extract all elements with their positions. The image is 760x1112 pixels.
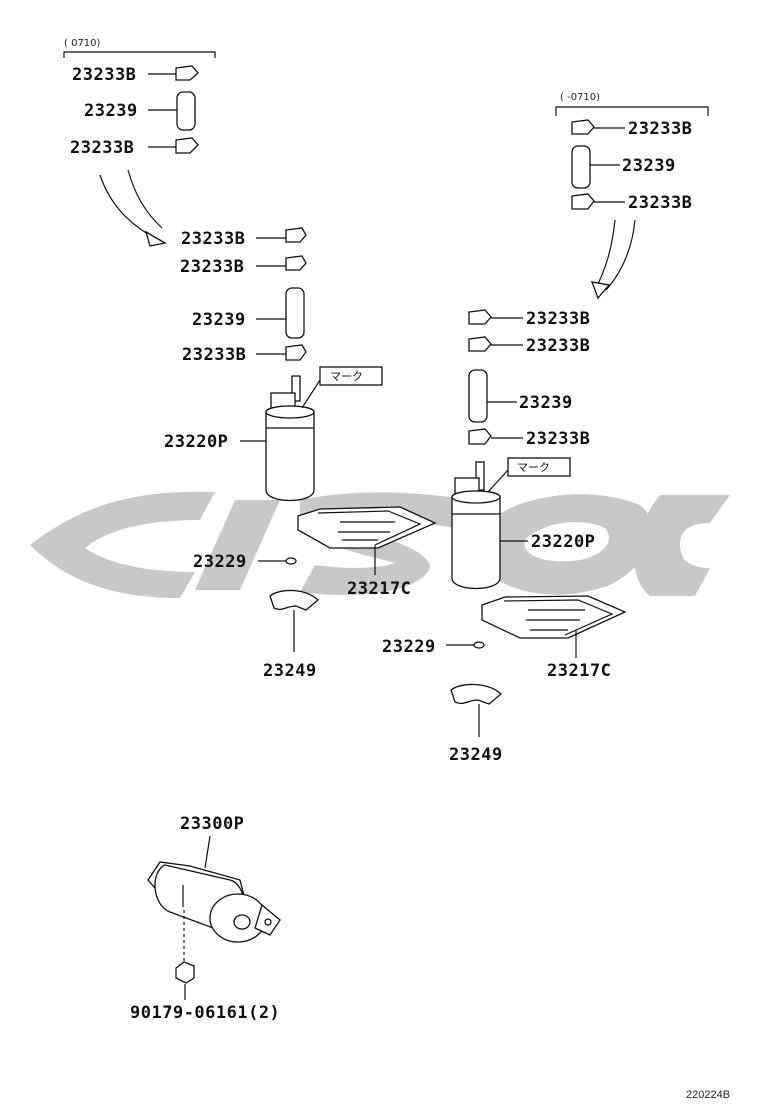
- label-23217C: 23217C: [547, 661, 611, 681]
- range-text-left: ( 0710): [64, 38, 101, 49]
- label-23233B: 23233B: [526, 429, 590, 449]
- label-23249: 23249: [263, 661, 317, 681]
- label-23233B: 23233B: [180, 257, 244, 277]
- range-bracket-right: ( -0710): [555, 92, 709, 116]
- label-23233B: 23233B: [70, 138, 134, 158]
- label-23233B: 23233B: [182, 345, 246, 365]
- clip-ring-right: 23229: [382, 637, 485, 657]
- label-23229: 23229: [382, 637, 436, 657]
- label-23233B: 23233B: [526, 309, 590, 329]
- filter-right: 23217C: [481, 595, 627, 681]
- clip-lower-left-top: 23233B: [70, 137, 199, 158]
- clip-left-2: 23233B: [180, 255, 307, 277]
- label-23249: 23249: [449, 745, 503, 765]
- hose-right: 23239: [468, 369, 573, 423]
- clip-upper-left-top: 23233B: [72, 65, 199, 85]
- clip-left-3: 23233B: [182, 344, 307, 365]
- cushion-left: 23249: [263, 589, 319, 681]
- clip-lower-right-top: 23233B: [571, 193, 692, 213]
- mark-label: マーク: [330, 370, 363, 383]
- label-23220P: 23220P: [164, 432, 228, 452]
- label-23229: 23229: [193, 552, 247, 572]
- arrow-icon: [99, 169, 167, 247]
- label-23233B: 23233B: [72, 65, 136, 85]
- label-23239: 23239: [84, 101, 138, 121]
- label-23300P: 23300P: [180, 814, 244, 834]
- label-23233B: 23233B: [628, 119, 692, 139]
- label-23220P: 23220P: [531, 532, 595, 552]
- mark-label: マーク: [517, 461, 550, 474]
- diagram-reference-code: 220224B: [686, 1089, 730, 1101]
- label-23233B: 23233B: [628, 193, 692, 213]
- range-text-right: ( -0710): [560, 92, 600, 103]
- clip-right-3: 23233B: [468, 428, 590, 449]
- hose-left-top: 23239: [84, 91, 196, 131]
- clip-right-2: 23233B: [468, 336, 590, 356]
- hose-left: 23239: [192, 287, 305, 339]
- clip-right-1: 23233B: [468, 309, 590, 329]
- label-23239: 23239: [519, 393, 573, 413]
- clip-ring-left: 23229: [193, 552, 297, 572]
- label-90179-06161: 90179-06161(2): [130, 1003, 280, 1023]
- hose-right-top: 23239: [571, 145, 676, 189]
- label-23233B: 23233B: [526, 336, 590, 356]
- fuel-pump-right: 23220P マーク: [451, 457, 595, 590]
- cushion-right: 23249: [449, 683, 503, 765]
- clip-left-1: 23233B: [181, 227, 307, 249]
- fuel-pump-left: 23220P マーク: [164, 366, 383, 502]
- filter-left: 23217C: [297, 506, 437, 599]
- label-23217C: 23217C: [347, 579, 411, 599]
- label-23233B: 23233B: [181, 229, 245, 249]
- arrow-icon: [590, 219, 636, 300]
- label-23239: 23239: [622, 156, 676, 176]
- fuel-filter-assembly: 23300P 90179-06161(2): [130, 814, 281, 1023]
- clip-upper-right-top: 23233B: [571, 119, 692, 139]
- range-bracket-left: ( 0710): [63, 38, 216, 58]
- label-23239: 23239: [192, 310, 246, 330]
